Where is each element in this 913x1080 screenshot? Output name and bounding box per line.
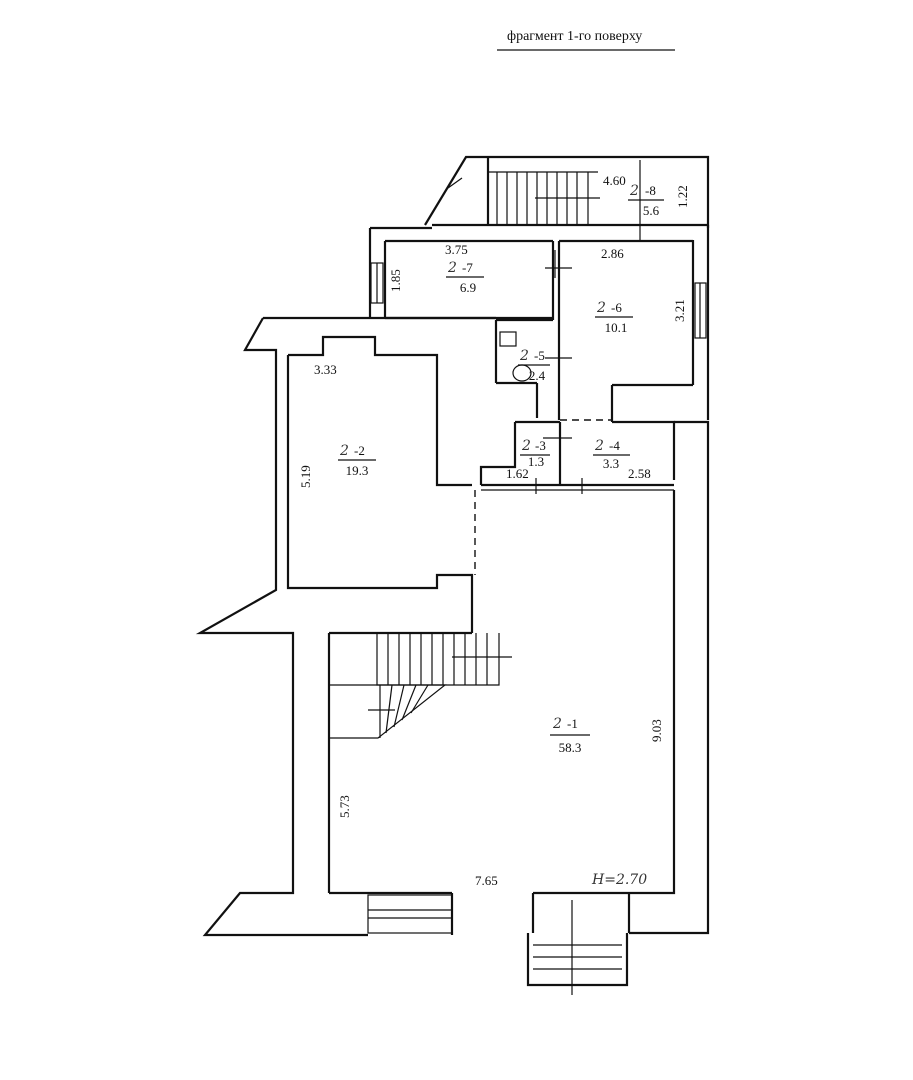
entrance-steps xyxy=(526,933,629,987)
stairs-room-1-upper xyxy=(376,633,512,686)
dim-2-58: 2.58 xyxy=(628,466,651,481)
dim-3-33: 3.33 xyxy=(314,362,337,377)
svg-text:-4: -4 xyxy=(609,438,620,453)
stairs-room-8 xyxy=(447,171,600,225)
svg-text:2: 2 xyxy=(521,438,531,454)
svg-text:-8: -8 xyxy=(645,183,656,198)
room-label-2-1: 2 -1 58.3 xyxy=(550,716,590,755)
dim-1-62: 1.62 xyxy=(506,466,529,481)
svg-text:5.6: 5.6 xyxy=(643,203,660,218)
dim-5-19: 5.19 xyxy=(298,465,313,488)
room-label-2-5: 2 -5 2.4 xyxy=(518,348,550,383)
dim-1-85: 1.85 xyxy=(388,269,403,292)
svg-text:-6: -6 xyxy=(611,300,622,315)
dim-2-86: 2.86 xyxy=(601,246,624,261)
room-label-2-8: 2 -8 5.6 xyxy=(628,183,664,218)
svg-text:-2: -2 xyxy=(354,443,365,458)
dim-7-65: 7.65 xyxy=(475,873,498,888)
svg-text:2: 2 xyxy=(594,438,604,454)
svg-text:2: 2 xyxy=(629,183,639,199)
toilet-fixture xyxy=(499,331,517,347)
svg-text:3.3: 3.3 xyxy=(603,456,619,471)
svg-text:2: 2 xyxy=(339,443,349,459)
room-label-2-3: 2 -3 1.3 xyxy=(520,438,550,469)
svg-text:-1: -1 xyxy=(567,716,578,731)
svg-text:10.1: 10.1 xyxy=(605,320,628,335)
wall-room-5 xyxy=(494,318,553,418)
wall-room-8 xyxy=(424,155,710,228)
svg-text:58.3: 58.3 xyxy=(559,740,582,755)
svg-text:19.3: 19.3 xyxy=(346,463,369,478)
plan-title: фрагмент 1-го поверху xyxy=(507,29,642,44)
svg-text:2: 2 xyxy=(447,260,457,276)
dim-9-03: 9.03 xyxy=(649,719,664,742)
room-label-2-4: 2 -4 3.3 xyxy=(593,438,630,471)
wall-room-1 xyxy=(327,420,710,935)
room-label-2-2: 2 -2 19.3 xyxy=(338,443,376,478)
window-front xyxy=(367,894,453,934)
wall-room-6 xyxy=(557,239,693,420)
wall-room-3-4 xyxy=(479,420,676,487)
room-label-2-6: 2 -6 10.1 xyxy=(595,300,633,335)
svg-text:2: 2 xyxy=(552,716,562,732)
svg-text:-5: -5 xyxy=(534,348,545,363)
dim-4-60: 4.60 xyxy=(603,173,626,188)
wall-right-upper xyxy=(610,225,710,422)
dim-3-21: 3.21 xyxy=(672,299,687,322)
svg-text:2.4: 2.4 xyxy=(529,368,546,383)
svg-text:2: 2 xyxy=(596,300,606,316)
svg-text:6.9: 6.9 xyxy=(460,280,476,295)
height-note: H=2.70 xyxy=(591,872,647,888)
dim-3-75: 3.75 xyxy=(445,242,468,257)
dim-1-22: 1.22 xyxy=(675,185,690,208)
dim-5-73: 5.73 xyxy=(337,795,352,818)
svg-text:-7: -7 xyxy=(462,260,473,275)
wall-room-2 xyxy=(195,316,496,937)
room-label-2-7: 2 -7 6.9 xyxy=(446,260,484,295)
wall-room-7 xyxy=(368,226,555,320)
svg-text:-3: -3 xyxy=(535,438,546,453)
stairs-room-1-lower xyxy=(329,684,447,739)
svg-text:2: 2 xyxy=(519,348,529,364)
svg-text:1.3: 1.3 xyxy=(528,454,544,469)
